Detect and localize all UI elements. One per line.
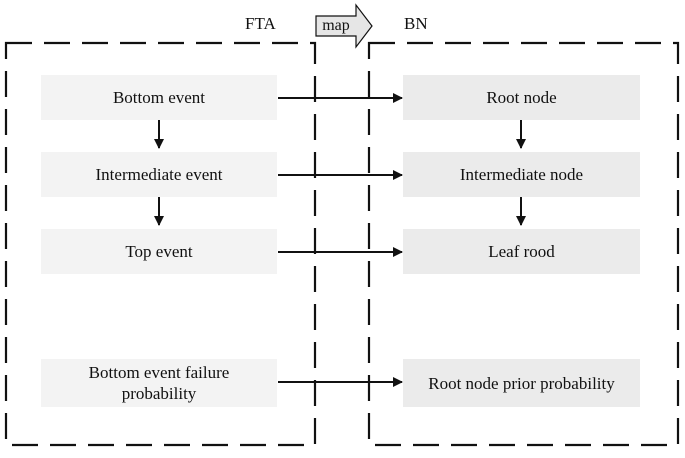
fta-node-label: Bottom event failure probability — [88, 363, 230, 403]
fta-node-bottom-event: Bottom event — [41, 75, 277, 120]
bn-node-intermediate: Intermediate node — [403, 152, 640, 197]
bn-node-label: Root node — [486, 88, 557, 107]
fta-node-top-event: Top event — [41, 229, 277, 274]
bn-boundary — [367, 41, 680, 447]
map-label: map — [322, 17, 350, 34]
map-arrow-icon — [315, 3, 373, 49]
fta-node-label: Intermediate event — [95, 165, 223, 184]
bn-node-prior-probability: Root node prior probability — [403, 359, 640, 407]
bn-node-label: Leaf rood — [488, 242, 555, 261]
bn-node-root: Root node — [403, 75, 640, 120]
fta-node-label: Top event — [125, 242, 193, 261]
fta-node-label: Bottom event — [112, 88, 206, 107]
bn-label: BN — [404, 14, 428, 33]
fta-node-intermediate-event: Intermediate event — [41, 152, 277, 197]
fta-node-failure-probability: Bottom event failure probability — [41, 359, 277, 407]
fta-label: FTA — [245, 14, 276, 33]
bn-node-label: Root node prior probability — [428, 373, 615, 393]
bn-node-leaf: Leaf rood — [403, 229, 640, 274]
fta-boundary — [4, 41, 317, 447]
bn-node-label: Intermediate node — [459, 165, 584, 184]
